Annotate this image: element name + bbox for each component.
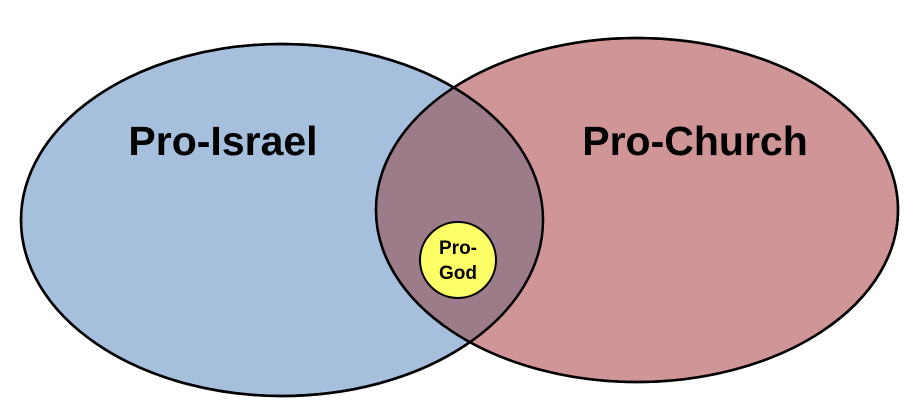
center-label-line2: God xyxy=(439,263,477,284)
set-pro-israel-outline xyxy=(19,42,545,398)
center-label-line1: Pro- xyxy=(439,238,477,259)
label-pro-church: Pro-Church xyxy=(582,118,808,164)
label-pro-israel: Pro-Israel xyxy=(128,118,317,164)
set-pro-church-outline xyxy=(374,36,900,384)
center-circle xyxy=(419,221,497,299)
